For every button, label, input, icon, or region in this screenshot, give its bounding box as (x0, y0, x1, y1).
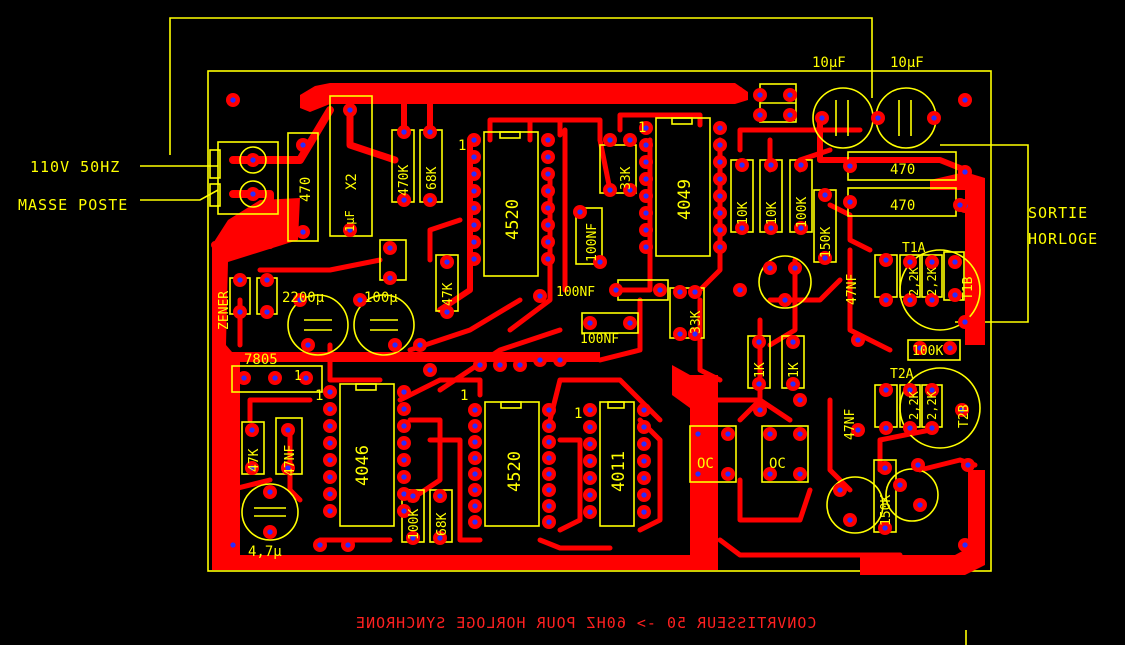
pin1-4520-top: 1 (458, 138, 466, 154)
pin1-4049: 1 (638, 120, 646, 136)
label-cap-100nf-b: 100NF (580, 332, 619, 347)
board-outline (140, 17, 1029, 645)
label-cap-47nf-a: 47NF (845, 274, 860, 305)
copper-pour (212, 83, 985, 575)
label-t1b: T1B (961, 276, 976, 300)
label-res-2k2-b: 2,2K (907, 266, 921, 296)
label-t2a: T2A (890, 367, 914, 382)
board-title-mirrored: CONVRTISSEUR 50 -> 60HZ POUR HORLOGE SYN… (355, 614, 817, 632)
cap-2200uf (287, 294, 349, 356)
cap-100uf (353, 294, 415, 356)
label-res-10k-b: 10K (765, 201, 780, 225)
label-res-100k-top: 100K (795, 197, 810, 228)
optocoupler-2 (761, 425, 809, 483)
pin1-4046: 1 (315, 388, 323, 404)
cap-4u7 (241, 483, 299, 541)
label-res-150k-bottom: 150K (879, 495, 894, 526)
label-res-68k-top: 68K (425, 166, 440, 190)
label-cap-100nf-c: 100NF (585, 223, 600, 262)
label-res-68k-bottom: 68K (435, 512, 450, 536)
label-zener: ZENER (217, 291, 232, 330)
label-res-2k2-c: 2,2K (925, 390, 939, 420)
label-res-470-bottom: 470 (890, 198, 915, 214)
pads (226, 88, 975, 552)
label-res-150k-top: 150K (819, 227, 834, 258)
output-label-2: HORLOGE (1028, 230, 1099, 248)
label-res-100k-mid: 100K (912, 344, 943, 359)
label-cap-10uf-right: 10µF (890, 55, 924, 71)
pin1-7805: 1 (294, 369, 302, 384)
optocoupler-1 (689, 425, 737, 483)
label-t2b: T2B (957, 404, 972, 428)
label-ic-4049: 4049 (675, 179, 695, 220)
label-oc-1: OC (697, 456, 714, 472)
label-res-470-v: 470 (298, 177, 314, 202)
label-res-33k-top: 33K (619, 166, 634, 190)
label-res-100k-bottom: 100K (407, 509, 422, 540)
label-cap-47u: 4,7µ (248, 544, 282, 560)
label-res-10k-a: 10K (736, 201, 751, 225)
label-cap-47nf-c: 47NF (283, 445, 298, 476)
label-cap-1uf: 1µF (343, 210, 357, 232)
input-ac-label: 110V 50HZ (30, 158, 121, 176)
label-res-47k-bottom: 47K (247, 448, 262, 472)
label-cap-100u: 100µ (364, 290, 398, 306)
input-gnd-label: MASSE POSTE (18, 196, 129, 214)
label-ic-4011: 4011 (609, 451, 629, 492)
label-t1a: T1A (902, 241, 926, 256)
label-cap-47nf-b: 47NF (843, 409, 858, 440)
silkscreen (209, 83, 981, 543)
label-res-470k: 470K (397, 165, 412, 196)
label-ic-4520-top: 4520 (503, 199, 523, 240)
label-res-2k2-d: 2,2K (907, 390, 921, 420)
pin1-4011: 1 (574, 406, 582, 422)
label-res-1k-a: 1K (753, 362, 768, 378)
label-res-47k-mid: 47K (441, 282, 456, 306)
label-res-2k2-a: 2,2K (925, 266, 939, 296)
component-labels: 10µF 10µF 470 470 470 X2 1µF 470K 68K 45… (217, 55, 976, 560)
label-ic-4520-bottom: 4520 (505, 451, 525, 492)
label-x2: X2 (344, 173, 360, 190)
label-cap-2200: 2200µ (282, 290, 325, 306)
label-reg-7805: 7805 (244, 352, 278, 368)
label-ic-4046: 4046 (353, 445, 373, 486)
output-label-1: SORTIE (1028, 204, 1089, 222)
label-res-1k-b: 1K (787, 362, 802, 378)
label-cap-100nf-a: 100NF (556, 285, 595, 300)
label-res-33k-bottom: 33K (689, 310, 704, 334)
label-cap-10uf-left: 10µF (812, 55, 846, 71)
pin1-4520-bottom: 1 (460, 388, 468, 404)
label-res-470-top: 470 (890, 162, 915, 178)
label-oc-2: OC (769, 456, 786, 472)
